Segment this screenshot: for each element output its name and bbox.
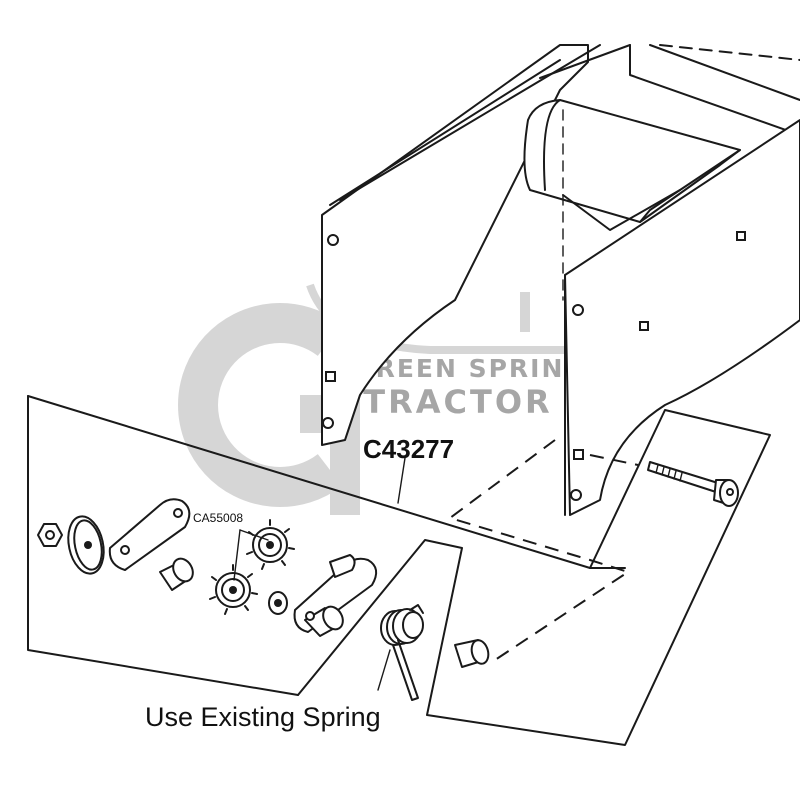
flat-washer bbox=[67, 515, 105, 575]
tensioner-arm bbox=[293, 554, 378, 637]
sprocket-leader-2 bbox=[233, 529, 241, 581]
nut bbox=[37, 523, 63, 547]
cross-bar bbox=[523, 99, 741, 223]
kit-boundary-left-edge bbox=[27, 395, 299, 696]
spacer-bushing bbox=[159, 557, 194, 591]
sprocket-leader-1 bbox=[239, 529, 269, 541]
sprocket-upper bbox=[246, 519, 295, 570]
install-guide-dashed bbox=[447, 439, 631, 663]
torsion-spring bbox=[380, 604, 424, 701]
kit-boundary-right bbox=[297, 409, 771, 746]
deck-frame bbox=[321, 44, 800, 516]
pivot-bushing bbox=[454, 639, 490, 668]
left-side-plate bbox=[321, 44, 589, 446]
watermark-line-1: GREEN SPRING bbox=[353, 354, 587, 383]
kit-part-number-label: C43277 bbox=[363, 434, 454, 464]
sprocket-part-number-label: CA55008 bbox=[193, 511, 243, 525]
shoulder-bolt bbox=[647, 461, 739, 507]
spring-note-leader bbox=[377, 649, 391, 691]
watermark-line-2: TRACTOR bbox=[363, 383, 552, 421]
spring-note-label: Use Existing Spring bbox=[145, 702, 381, 732]
kit-part-leader bbox=[397, 457, 406, 504]
small-washer bbox=[268, 591, 288, 615]
right-side-plate bbox=[564, 119, 800, 516]
sprocket-lower bbox=[209, 564, 258, 615]
link-plate bbox=[108, 498, 191, 571]
